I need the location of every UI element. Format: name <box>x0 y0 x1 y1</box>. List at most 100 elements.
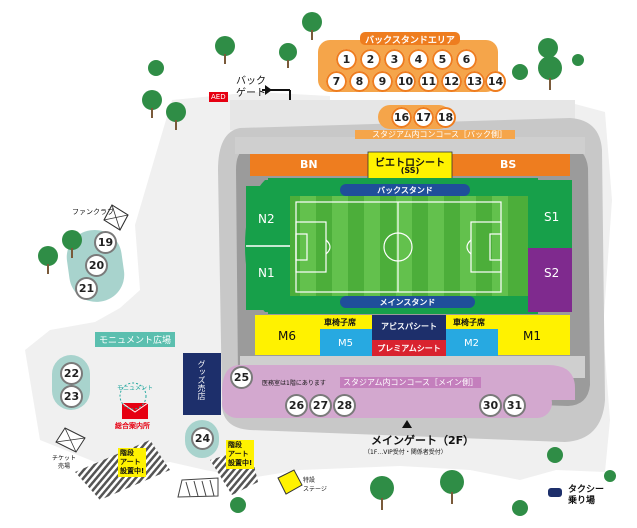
back-stand-area-title: バックスタンドエリア <box>365 36 455 46</box>
gate-9[interactable]: 9 <box>372 71 393 92</box>
wheelchair-left-block <box>320 315 372 329</box>
gate-23[interactable]: 23 <box>60 385 83 408</box>
special-stage-label-1: 特設 <box>303 477 316 484</box>
gate-17[interactable]: 17 <box>413 107 434 128</box>
section-m1-label: M1 <box>523 329 541 343</box>
gate-24[interactable]: 24 <box>191 427 214 450</box>
bietro-seat-sub-label: (SS) <box>400 166 420 175</box>
wheelchair-right-block <box>446 315 498 329</box>
gate-20[interactable]: 20 <box>85 254 108 277</box>
section-n2-label: N2 <box>258 212 275 226</box>
m6-block <box>255 315 320 355</box>
bietro-seat-label: ビエトロシート <box>375 158 445 169</box>
gate-3[interactable]: 3 <box>384 49 405 70</box>
section-bs-block <box>452 154 570 176</box>
gate-10[interactable]: 10 <box>395 71 416 92</box>
aed-label: AED <box>209 92 228 102</box>
gate-22[interactable]: 22 <box>60 362 83 385</box>
stair-art-left-line1: 階段 <box>120 449 134 457</box>
fan-club-label: ファンクラブ <box>72 208 114 216</box>
gate-12[interactable]: 12 <box>441 71 462 92</box>
stair-art-left-line3: 設置中! <box>120 467 145 475</box>
gate-16[interactable]: 16 <box>391 107 412 128</box>
monument-label: モニュメント <box>117 385 154 392</box>
section-s1-label: S1 <box>544 210 560 224</box>
special-stage-label-2: ステージ <box>303 486 327 493</box>
main-stand-label-bar <box>340 296 475 308</box>
back-gate-label-2: ゲート <box>236 88 266 99</box>
avispa-seat-label: アビスパシート <box>381 322 437 331</box>
wheelchair-right-label: 車椅子席 <box>453 318 485 327</box>
s1-block <box>528 180 572 248</box>
gate-4[interactable]: 4 <box>408 49 429 70</box>
gate-7[interactable]: 7 <box>326 71 347 92</box>
back-stand-area-title-bar <box>360 32 460 45</box>
gate-6[interactable]: 6 <box>456 49 477 70</box>
section-bn-block <box>250 154 368 176</box>
stair-art-right-line1: 階段 <box>228 441 242 449</box>
pitch <box>268 196 528 296</box>
premium-seat-label: プレミアムシート <box>377 344 441 353</box>
goods-shop-block <box>183 353 221 415</box>
gate-2[interactable]: 2 <box>360 49 381 70</box>
premium-seat-block <box>372 340 446 356</box>
gate-5[interactable]: 5 <box>432 49 453 70</box>
gate-14[interactable]: 14 <box>485 71 506 92</box>
gate-31[interactable]: 31 <box>503 394 526 417</box>
stair-art-right-line2: アート <box>228 450 249 458</box>
gate-18[interactable]: 18 <box>435 107 456 128</box>
section-m2-label: M2 <box>464 338 479 349</box>
gate-27[interactable]: 27 <box>309 394 332 417</box>
back-stand-label-bar <box>340 184 470 196</box>
gate-28[interactable]: 28 <box>333 394 356 417</box>
trees <box>38 12 616 516</box>
main-gate-sub-label: （1F…VIP受付・関係者受付） <box>364 449 447 456</box>
m2-block <box>446 329 498 356</box>
ticket-booth-label-2: 売場 <box>58 463 71 470</box>
section-s2-label: S2 <box>544 266 560 280</box>
concourse-main-label: スタジアム内コンコース［メイン側］ <box>340 377 482 388</box>
section-m5-label: M5 <box>338 338 353 349</box>
main-gate-label: メインゲート（2F） <box>371 434 475 447</box>
m5-block <box>320 329 372 356</box>
stair-art-right-line3: 設置中! <box>228 459 253 467</box>
gate-13[interactable]: 13 <box>464 71 485 92</box>
gate-8[interactable]: 8 <box>349 71 370 92</box>
stair-art-left-line2: アート <box>120 458 141 466</box>
m1-block <box>498 315 570 355</box>
section-n1-label: N1 <box>258 266 275 280</box>
gate-1[interactable]: 1 <box>336 49 357 70</box>
concourse-back-bar <box>235 137 585 154</box>
back-gate-label-1: バック <box>236 76 266 87</box>
ticket-booth-label-1: チケット <box>52 455 77 462</box>
section-bn-label: BN <box>300 158 318 171</box>
back-stand-label: バックスタンド <box>377 186 433 195</box>
wheelchair-left-label: 車椅子席 <box>324 318 356 327</box>
gate-26[interactable]: 26 <box>285 394 308 417</box>
avispa-seat-block <box>372 315 446 340</box>
concourse-back-label: スタジアム内コンコース［バック側］ <box>372 130 508 139</box>
gate-30[interactable]: 30 <box>479 394 502 417</box>
main-stand-label: メインスタンド <box>379 298 436 307</box>
monument-marker <box>119 382 147 410</box>
gate-21[interactable]: 21 <box>75 277 98 300</box>
section-bs-label: BS <box>500 158 517 171</box>
gate-19[interactable]: 19 <box>94 231 117 254</box>
special-stage-marker <box>277 469 303 495</box>
monument-plaza-label: モニュメント広場 <box>95 332 176 347</box>
first-aid-note: 医務室は1階にあります <box>262 380 326 387</box>
goods-shop-label: グッズ売店 <box>197 360 206 400</box>
stair-art-left-label: 階段 アート 設置中! <box>118 448 147 477</box>
gate-11[interactable]: 11 <box>418 71 439 92</box>
gate-25[interactable]: 25 <box>230 366 253 389</box>
info-center-label: 総合案内所 <box>115 422 150 430</box>
main-gate-arrow <box>402 420 412 428</box>
s2-block <box>528 248 572 312</box>
concourse-back-band <box>355 130 515 139</box>
taxi-label-2: 乗り場 <box>568 496 596 506</box>
stair-art-right-label: 階段 アート 設置中! <box>226 440 255 469</box>
section-m6-label: M6 <box>278 329 296 343</box>
taxi-label-1: タクシー <box>568 485 605 495</box>
taxi-marker <box>548 488 562 497</box>
